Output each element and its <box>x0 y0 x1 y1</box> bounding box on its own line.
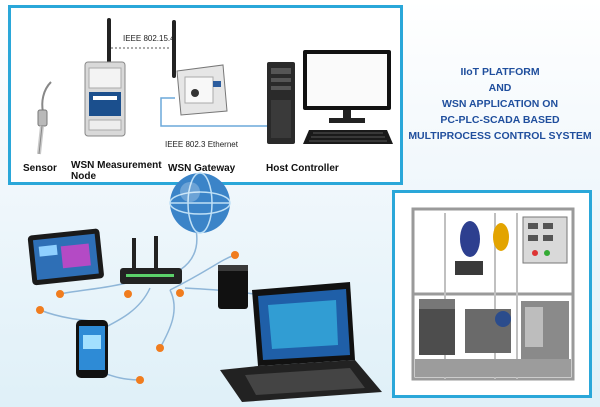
measurement-node-label-line2: Node <box>71 171 96 182</box>
title-line-4: PC-PLC-SCADA BASED <box>440 114 560 126</box>
sensor-probe-icon <box>37 81 52 155</box>
globe-icon <box>169 172 231 234</box>
iot-network-illustration <box>27 172 382 402</box>
monitor-icon <box>303 50 391 123</box>
process-plant-image <box>411 207 575 381</box>
measurement-node-label-line1: WSN Measurement <box>71 160 162 171</box>
wireless-link-line <box>111 47 171 49</box>
tablet-icon <box>27 228 104 286</box>
protocol-802-15-4-label: IEEE 802.15.4 <box>123 34 175 43</box>
title-line-5: MULTIPROCESS CONTROL SYSTEM <box>408 130 592 142</box>
router-icon <box>120 236 182 284</box>
wsn-gateway-icon <box>176 64 228 116</box>
gateway-label: WSN Gateway <box>168 163 236 174</box>
title-line-2: AND <box>488 82 512 94</box>
keyboard-icon <box>303 130 393 144</box>
smartphone-icon <box>76 320 108 378</box>
pc-tower-icon <box>267 62 295 144</box>
wsn-architecture-panel: Sensor WSN Measurement Node IEEE 802.15.… <box>8 5 403 185</box>
page-title: IIoT PLATFORM AND WSN APPLICATION ON PC-… <box>405 64 595 144</box>
laptop-icon <box>220 282 382 402</box>
protocol-802-3-label: IEEE 802.3 Ethernet <box>165 140 238 149</box>
sensor-label: Sensor <box>23 163 57 174</box>
hard-drive-icon <box>218 265 248 309</box>
host-controller-label: Host Controller <box>266 163 339 174</box>
gateway-antenna-icon <box>172 20 176 78</box>
title-line-1: IIoT PLATFORM <box>460 66 540 78</box>
wsn-node-icon <box>84 61 126 137</box>
process-plant-panel <box>392 190 592 398</box>
title-line-3: WSN APPLICATION ON <box>441 98 559 110</box>
